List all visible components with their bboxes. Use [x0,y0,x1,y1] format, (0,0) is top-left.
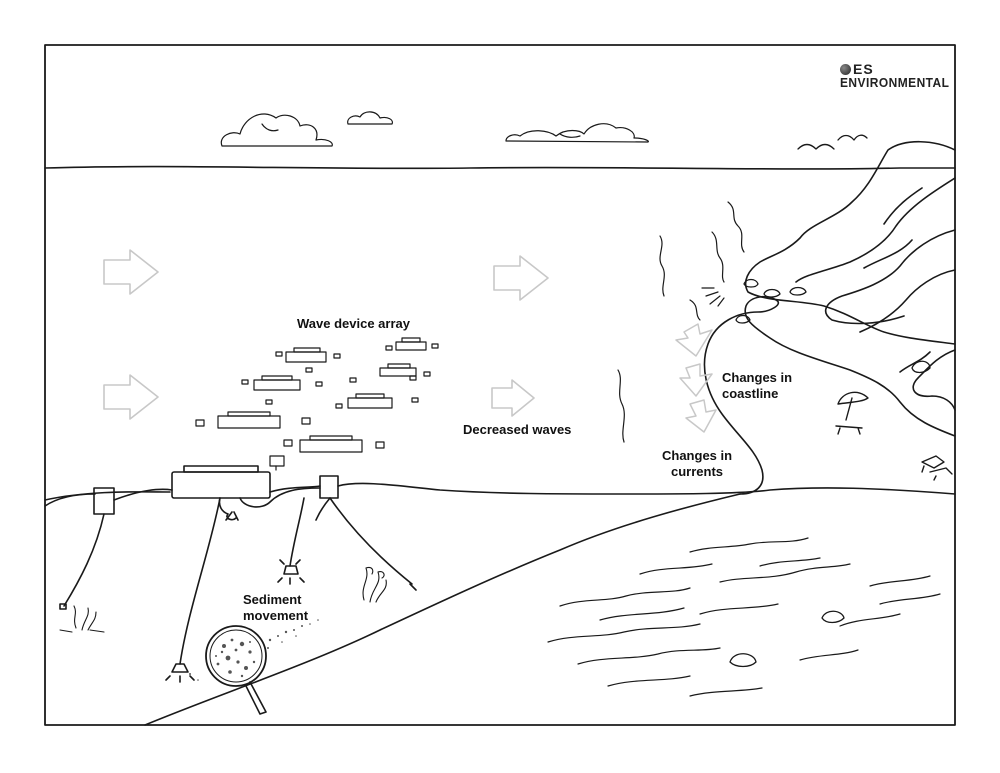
label-line: Sediment [243,592,302,607]
wave-arrow [103,374,159,420]
wave-device [347,397,393,409]
beach-loungers [921,455,953,481]
wave-device [395,341,427,351]
logo-line-1: ES [853,61,874,77]
current-arrow [675,323,713,357]
label-line: Changes in [662,448,733,463]
wave-device-array [195,337,439,471]
current-arrow [685,399,717,433]
wave-arrow [103,249,159,295]
diagram-frame [44,44,956,726]
wave-device [269,455,285,467]
globe-icon [840,63,851,75]
mooring-system [59,465,417,683]
label-wave-device-array: Wave device array [297,316,410,331]
label-line: currents [671,464,724,479]
cliffs [744,140,956,411]
wave-arrow [493,255,549,301]
coastline [703,295,956,495]
rocks [735,278,931,374]
label-decreased-waves: Decreased waves [463,422,572,437]
wave-device [285,351,327,363]
wave-device [299,439,363,453]
birds [797,134,868,150]
beach-umbrella [835,391,869,435]
horizon-line [44,165,956,170]
sediment-particles [189,619,319,681]
sediment-magnifier [189,619,319,715]
wave-arrows [103,249,549,420]
surf-marks [617,201,745,443]
label-changes-in-coastline: Changes in coastline [722,370,792,402]
sand-ripples [547,537,941,697]
label-changes-in-currents: Changes in currents [662,448,732,480]
label-sediment-movement: Sediment movement [243,592,308,624]
shoreline [144,493,741,726]
current-arrows [675,323,717,433]
buoy-right [319,475,339,499]
seaweed [59,566,387,633]
label-line: Changes in [722,370,793,385]
current-arrow [679,363,713,397]
label-line: coastline [722,386,779,401]
seabed-boundary [44,482,956,501]
seabed-boundary-left [44,493,96,507]
seabed-rocks [729,610,845,668]
es-environmental-logo: ES ENVIRONMENTAL [840,62,959,90]
clouds [220,111,649,147]
wave-device [379,367,417,377]
label-line: movement [243,608,309,623]
main-wave-device [171,471,271,499]
wave-arrow [491,379,535,417]
wave-device [217,415,281,429]
wave-device [253,379,301,391]
logo-line-2: ENVIRONMENTAL [840,75,950,90]
